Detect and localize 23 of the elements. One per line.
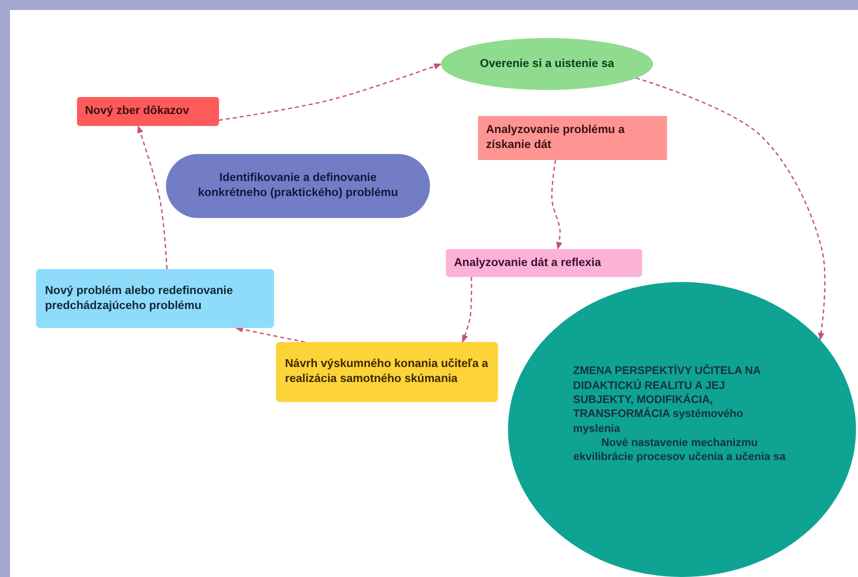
node-text: Analyzovanie problému a získanie dát (486, 123, 626, 153)
outcome-circle (508, 282, 856, 577)
dashed-arrow (235, 326, 305, 343)
node-text: Nový problém alebo redefinovanie predchádzajúceho problému (45, 284, 234, 314)
process-box (446, 249, 642, 277)
dashed-arrow (462, 277, 472, 343)
process-ellipse (441, 38, 653, 90)
dashed-arrow (551, 160, 562, 250)
node-text: ZMENA PERSPEKTÍVY UČITELA NA DIDAKTICKÚ REALITU A JEJ SUBJEKTY, MODIFIKÁCIA, TRANSFORMÁCIA systémového myslenia (573, 364, 762, 436)
process-box (478, 116, 667, 160)
node-text: Overenie si a uistenie sa (478, 56, 616, 72)
node-text: Nové nastavenie mechanizmu ekvilibrácie procesov učenia a učenia sa (573, 436, 786, 465)
process-box (276, 342, 498, 402)
node-text: Analyzovanie dát a reflexia (454, 256, 602, 270)
process-box (36, 269, 274, 328)
node-text: Návrh výskumného konania učiteľa a realizácia samotného skúmania (285, 357, 489, 387)
node-text: Nový zber dôkazov (85, 104, 190, 119)
start-pill (166, 154, 430, 218)
dashed-arrow (218, 63, 442, 121)
node-text: Identifikovanie a definovanie konkrétneho (praktického) problému (196, 171, 399, 201)
dashed-arrow (636, 77, 826, 341)
dashed-arrow (137, 125, 168, 270)
process-box (77, 97, 219, 126)
